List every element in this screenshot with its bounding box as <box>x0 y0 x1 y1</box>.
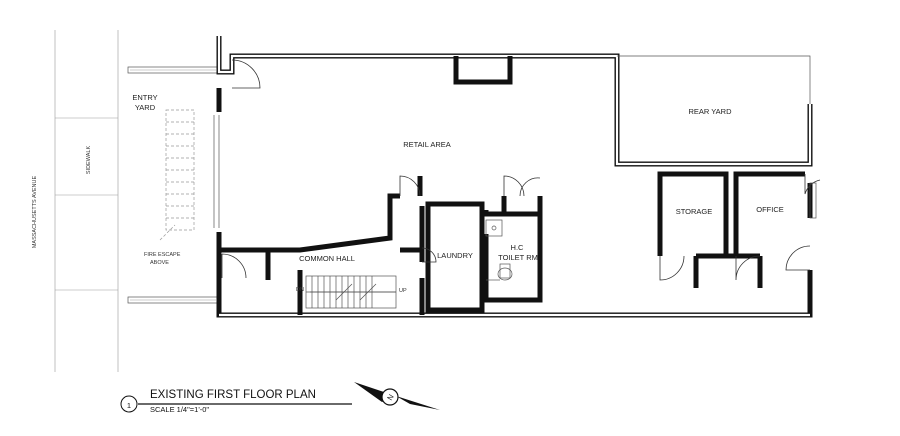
north-letter: N <box>385 393 396 402</box>
common-hall-label: COMMON HALL <box>299 254 355 263</box>
storefront-glazing <box>213 115 220 228</box>
laundry-label: LAUNDRY <box>437 251 473 260</box>
north-arrow-icon: N <box>354 382 440 410</box>
door-swings <box>221 59 821 281</box>
stair-up-label: UP <box>399 288 407 294</box>
toilet-fixtures <box>485 219 513 281</box>
exterior-walls <box>216 36 813 318</box>
stairs <box>305 275 397 309</box>
fire-escape-note-2: ABOVE <box>150 260 169 266</box>
fire-escape-note-1: FIRE ESCAPE <box>144 252 181 258</box>
storage-label: STORAGE <box>676 207 713 216</box>
fire-escape-outline <box>159 109 195 241</box>
drawing-number: 1 <box>127 401 131 410</box>
rear-yard-label: REAR YARD <box>688 107 732 116</box>
storage-office-walls <box>657 171 817 288</box>
retail-area-label: RETAIL AREA <box>403 140 451 149</box>
drawing-number-circle <box>120 395 138 413</box>
office-label: OFFICE <box>756 205 784 214</box>
entry-yard-label-1: ENTRY <box>132 93 157 102</box>
core-walls <box>219 176 543 315</box>
toilet-label-2: TOILET RM <box>498 253 538 262</box>
entry-yard-label-2: YARD <box>135 103 156 112</box>
drawing-scale: SCALE 1/4"=1'-0" <box>150 405 209 414</box>
sidewalk-label: SIDEWALK <box>86 146 92 175</box>
sidewalk-area <box>54 30 119 372</box>
drawing-title: EXISTING FIRST FLOOR PLAN <box>150 389 316 401</box>
toilet-label-1: H.C <box>511 243 525 252</box>
avenue-label: MASSACHUSETTS AVENUE <box>32 176 38 249</box>
stair-dn-label: DN <box>296 287 304 293</box>
